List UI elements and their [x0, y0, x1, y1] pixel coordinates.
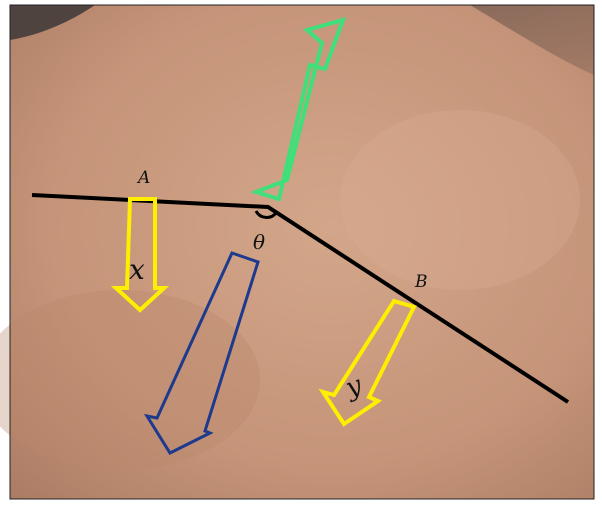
label-angle: θ [253, 230, 265, 254]
label-point-b: B [414, 272, 428, 292]
label-point-a: A [136, 168, 150, 188]
label-arrow-x: x [129, 253, 145, 286]
